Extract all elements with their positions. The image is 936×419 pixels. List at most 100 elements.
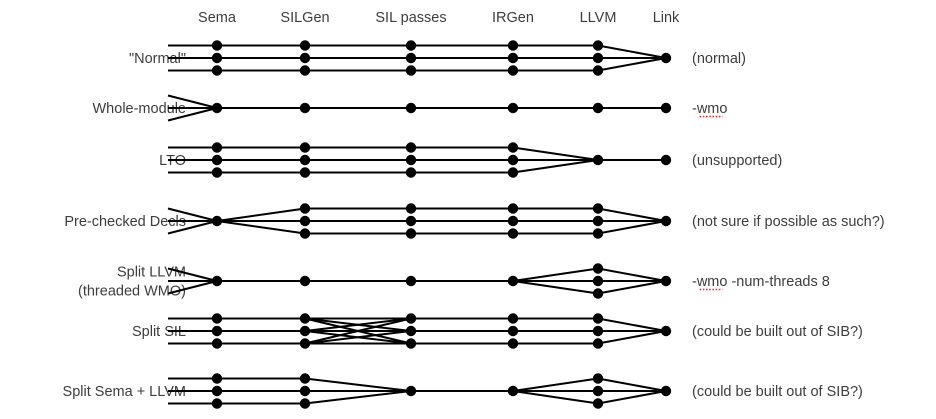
mesh-edge: [304, 330, 412, 345]
stage-node-sema: [211, 102, 223, 114]
entry-edge: [167, 107, 218, 122]
stage-node-link: [660, 215, 672, 227]
diverge-edge: [512, 377, 599, 392]
stage-node-irgen: [507, 102, 519, 114]
column-header-sema: Sema: [198, 10, 237, 26]
stage-node-sema: [211, 40, 223, 51]
mesh-edge: [304, 317, 412, 332]
pipeline-row-split-sil: Split SIL(could be built out of SIB?): [132, 313, 863, 349]
stage-node-link: [660, 102, 672, 114]
stage-node-sil-passes: [405, 142, 417, 153]
stage-node-sil-passes: [405, 203, 417, 214]
row-note-split-sil: (could be built out of SIB?): [692, 324, 863, 340]
column-header-irgen: IRGen: [492, 10, 534, 26]
stage-node-silgen: [299, 203, 311, 214]
pipeline-row-normal: "Normal"(normal): [129, 40, 746, 76]
row-label-split-llvm: (threaded WMO): [78, 284, 186, 300]
stage-node-irgen: [507, 65, 519, 76]
converge-edge: [597, 280, 667, 295]
stage-node-link: [660, 385, 672, 397]
diverge-edge: [216, 220, 306, 235]
stage-node-silgen: [299, 398, 311, 409]
entry-edge: [167, 94, 218, 109]
pipeline-row-split-llvm: Split LLVM(threaded WMO)-wmo -num-thread…: [78, 263, 830, 300]
stage-node-sema: [211, 215, 223, 227]
pipeline-row-split-sema-llvm: Split Sema + LLVM (could be built out of …: [63, 373, 863, 409]
stage-node-llvm: [592, 215, 604, 227]
row-note-lto: (unsupported): [692, 153, 782, 169]
stage-node-sil-passes: [405, 228, 417, 239]
stage-node-irgen: [507, 167, 519, 178]
converge-edge: [304, 390, 412, 405]
stage-node-silgen: [299, 167, 311, 178]
stage-node-link: [660, 154, 672, 166]
stage-node-llvm: [592, 373, 604, 384]
stage-node-sil-passes: [405, 167, 417, 178]
stage-node-llvm: [592, 263, 604, 274]
row-note-pre-checked-decls: (not sure if possible as such?): [692, 214, 885, 230]
stage-node-llvm: [592, 52, 604, 64]
stage-node-sema: [211, 398, 223, 409]
stage-node-irgen: [507, 275, 519, 287]
stage-node-link: [660, 275, 672, 287]
stage-node-llvm: [592, 398, 604, 409]
stage-node-link: [660, 52, 672, 64]
converge-edge: [597, 377, 667, 392]
stage-node-irgen: [507, 203, 519, 214]
column-header-llvm: LLVM: [580, 10, 617, 26]
row-label-whole-module: Whole-module: [93, 101, 187, 117]
stage-node-irgen: [507, 40, 519, 51]
stage-node-silgen: [299, 65, 311, 76]
stage-node-silgen: [299, 215, 311, 227]
pipeline-row-pre-checked-decls: Pre-checked Decls (not sure if possible a…: [64, 203, 885, 239]
row-note-split-sema-llvm: (could be built out of SIB?): [692, 384, 863, 400]
converge-edge: [597, 57, 667, 72]
stage-node-sil-passes: [405, 65, 417, 76]
stage-node-sil-passes: [405, 40, 417, 51]
stage-node-irgen: [507, 228, 519, 239]
converge-edge: [597, 267, 667, 282]
column-header-link: Link: [653, 10, 680, 26]
row-label-split-sema-llvm: Split Sema + LLVM: [63, 384, 186, 400]
stage-node-silgen: [299, 52, 311, 64]
stage-node-sema: [211, 338, 223, 349]
converge-edge: [597, 330, 667, 345]
converge-edge: [597, 390, 667, 405]
stage-node-silgen: [299, 313, 311, 324]
stage-node-silgen: [299, 40, 311, 51]
pipeline-row-lto: LTO(unsupported): [159, 142, 782, 178]
stage-node-sil-passes: [405, 338, 417, 349]
stage-node-silgen: [299, 385, 311, 397]
row-label-pre-checked-decls: Pre-checked Decls: [64, 214, 186, 230]
column-header-sil-passes: SIL passes: [375, 10, 446, 26]
stage-node-llvm: [592, 325, 604, 337]
stage-node-llvm: [592, 154, 604, 166]
diverge-edge: [512, 390, 599, 405]
row-label-split-llvm: Split LLVM: [117, 265, 186, 281]
diverge-edge: [512, 267, 599, 282]
stage-node-silgen: [299, 102, 311, 114]
entry-edge: [167, 207, 218, 222]
diverge-edge: [512, 280, 599, 295]
stage-node-irgen: [507, 154, 519, 166]
entry-edge: [167, 220, 218, 235]
stage-node-sil-passes: [405, 385, 417, 397]
stage-node-llvm: [592, 385, 604, 397]
stage-node-irgen: [507, 313, 519, 324]
stage-node-irgen: [507, 338, 519, 349]
stage-node-sil-passes: [405, 325, 417, 337]
stage-node-sema: [211, 167, 223, 178]
stage-node-llvm: [592, 228, 604, 239]
stage-node-silgen: [299, 275, 311, 287]
stage-node-sema: [211, 142, 223, 153]
stage-node-sema: [211, 373, 223, 384]
column-header-silgen: SILGen: [280, 10, 329, 26]
stage-node-sil-passes: [405, 102, 417, 114]
converge-edge: [512, 146, 599, 161]
stage-node-llvm: [592, 313, 604, 324]
converge-edge: [597, 317, 667, 332]
converge-edge: [597, 220, 667, 235]
stage-node-sil-passes: [405, 275, 417, 287]
